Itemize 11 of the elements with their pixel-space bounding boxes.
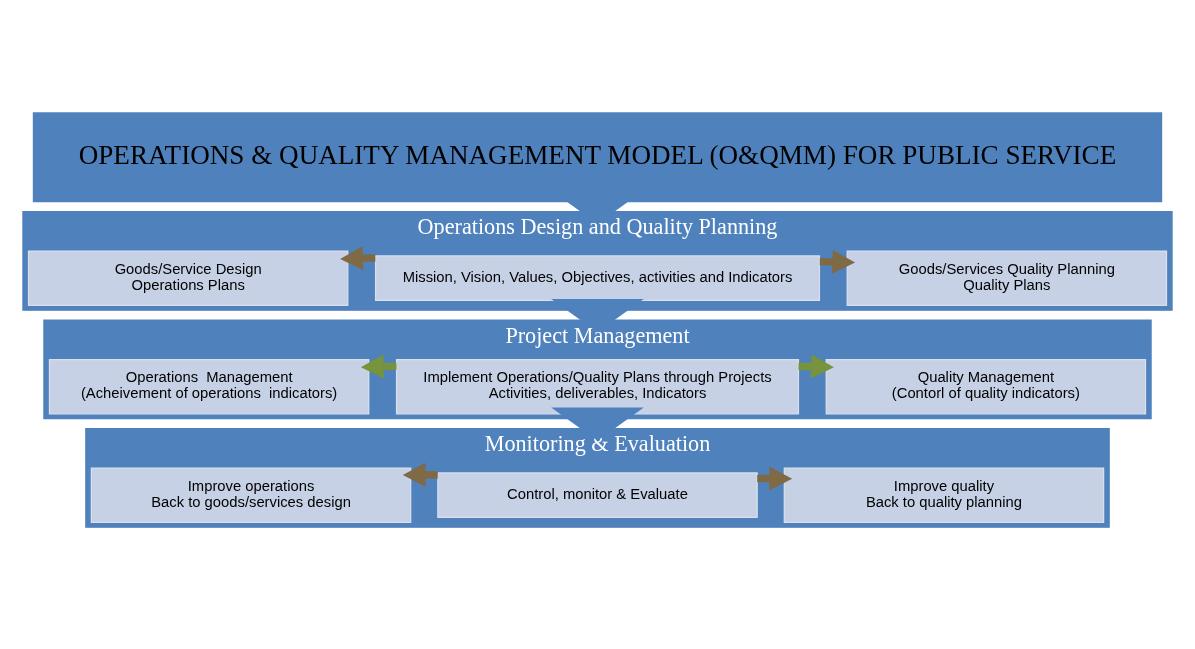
node-box: Mission, Vision, Values, Objectives, activities and Indicators [374,254,821,301]
node-box: Improve quality Back to quality planning [783,466,1105,523]
node-box: Operations Management (Acheivement of operations indicators) [48,358,370,414]
arrow [551,298,644,332]
node-box: Implement Operations/Quality Plans through Projects Activities, deliverables, Indicators [395,358,800,414]
node-box: Improve operations Back to goods/services design [90,466,412,523]
node-box: Quality Management (Contorl of quality indicators) [825,358,1147,414]
node-box: Goods/Services Quality Planning Quality Plans [846,249,1168,306]
node-box: Control, monitor & Evaluate [437,471,758,518]
node-box: Goods/Service Design Operations Plans [27,249,349,306]
arrow [551,407,644,441]
